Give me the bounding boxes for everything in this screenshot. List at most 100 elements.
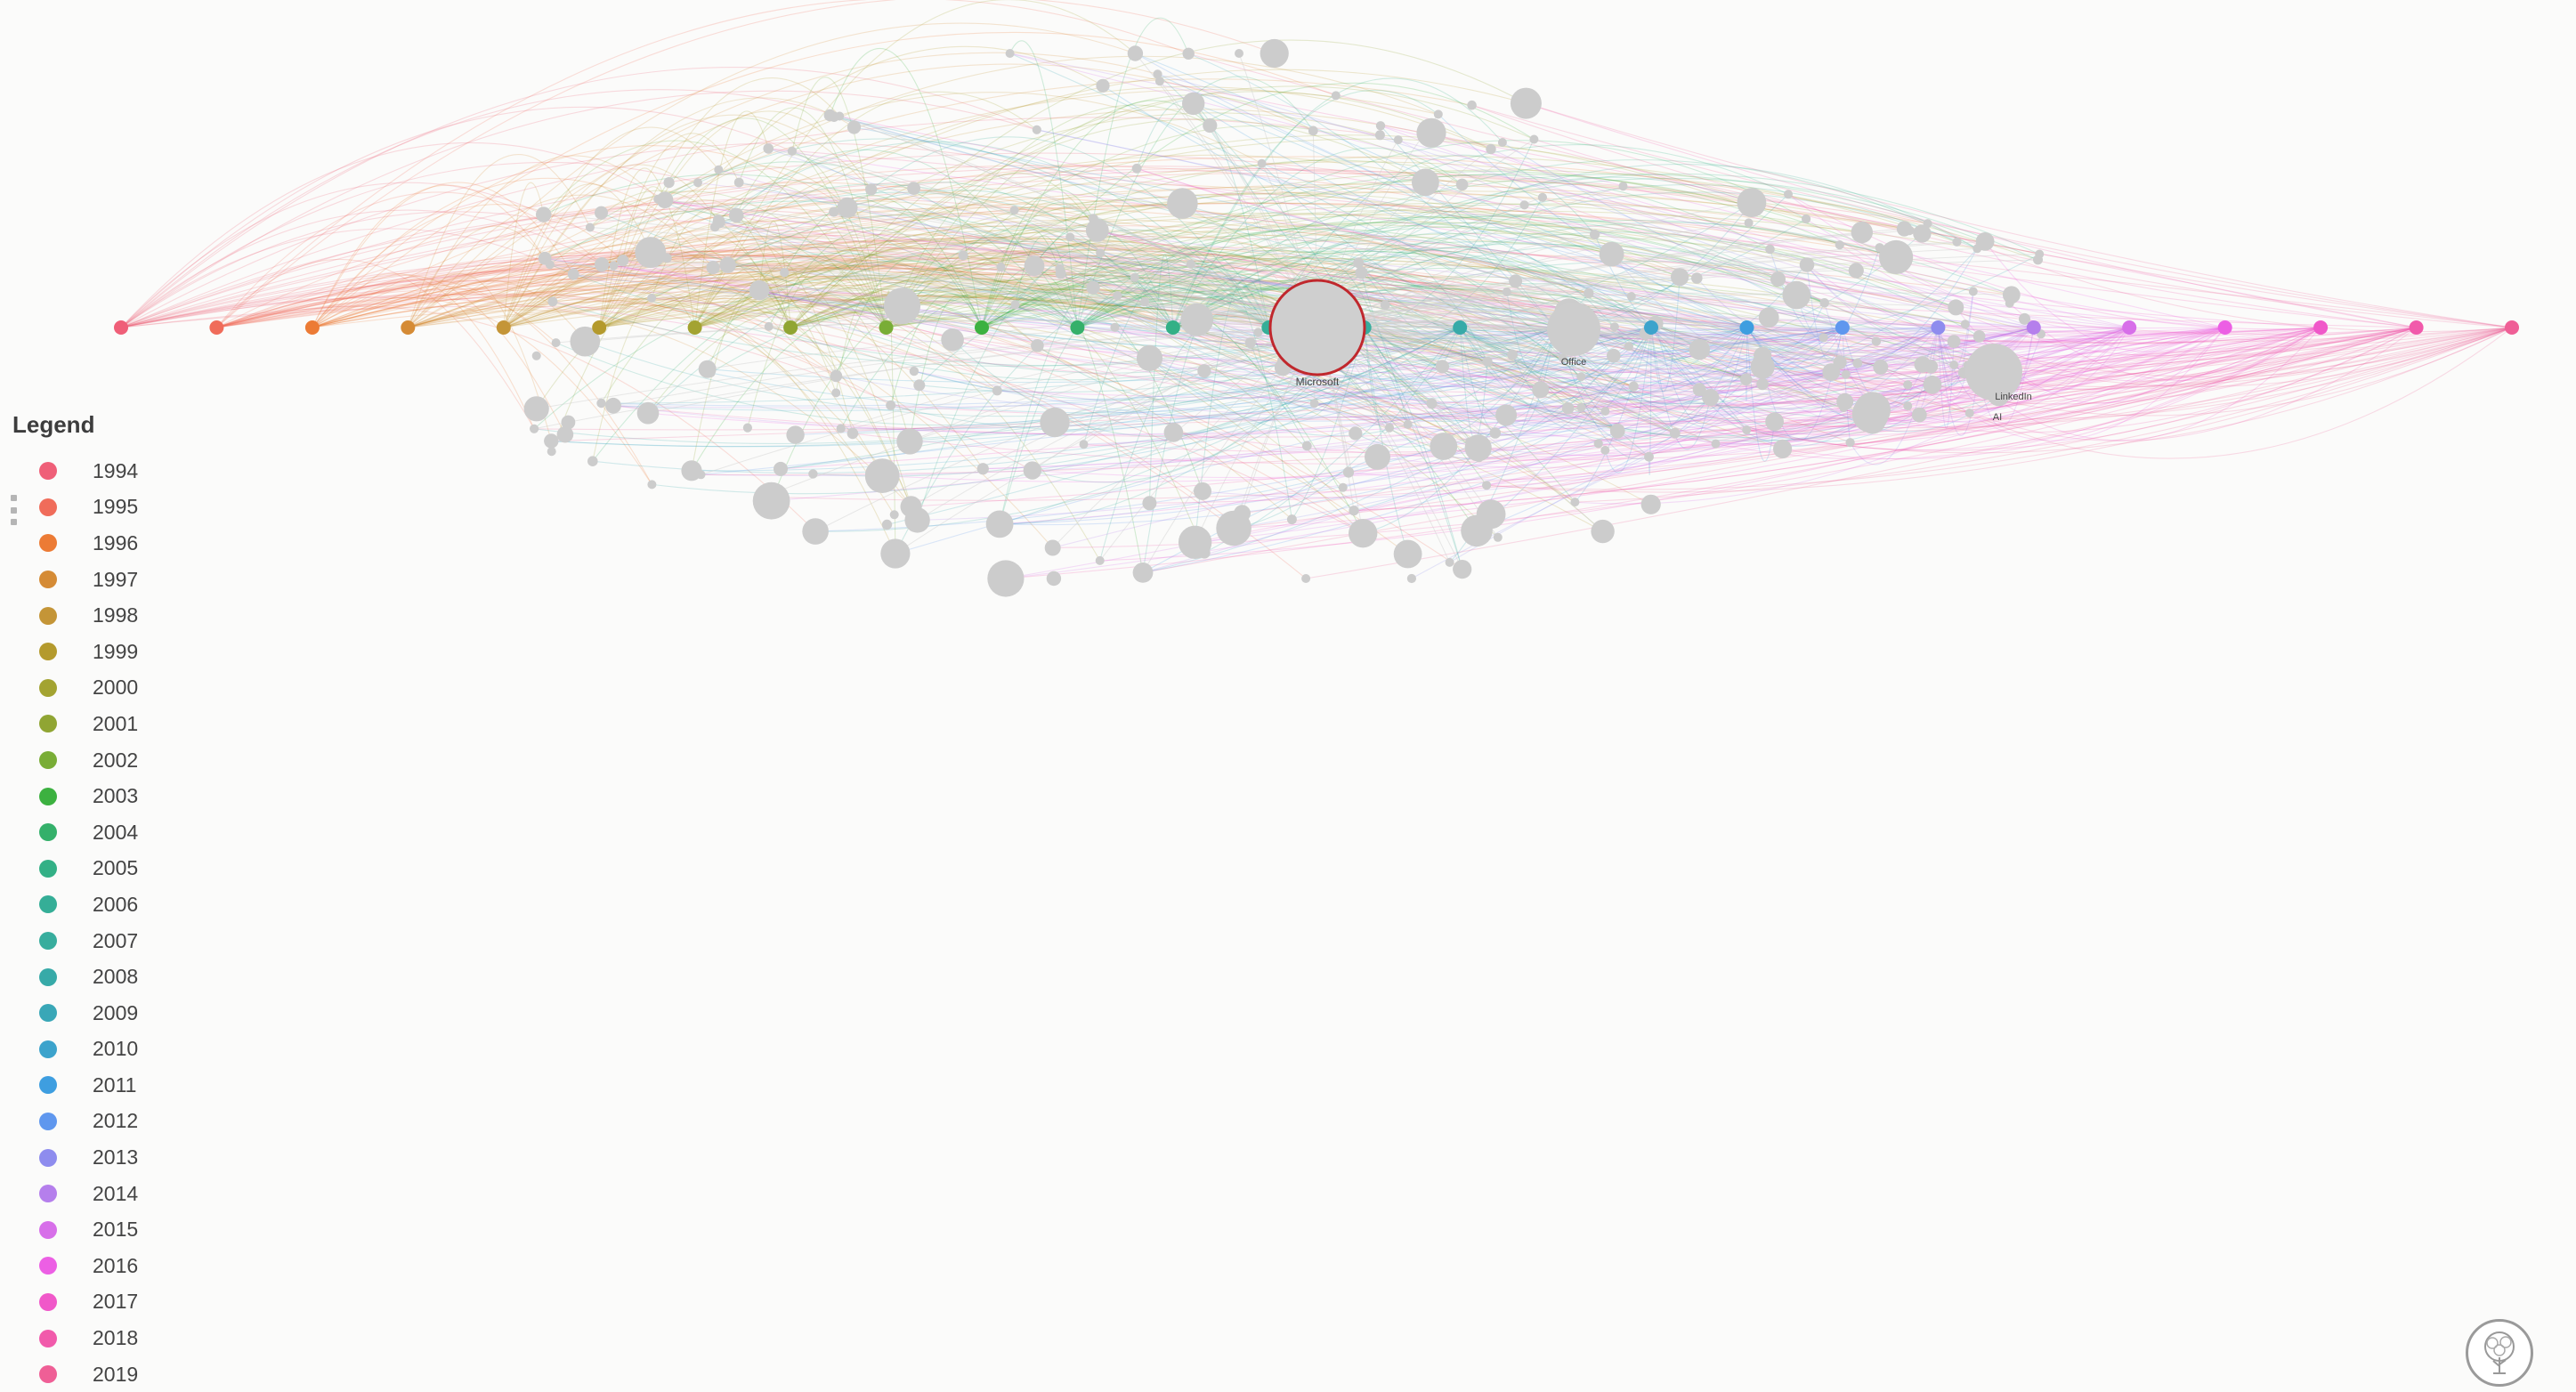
legend-item-1994[interactable]: 1994 (12, 453, 208, 490)
topic-node[interactable] (1784, 190, 1793, 199)
topic-node[interactable] (1046, 571, 1062, 587)
topic-node[interactable] (1739, 373, 1753, 385)
year-node-2014[interactable] (2026, 320, 2041, 335)
topic-node[interactable] (1198, 546, 1211, 559)
topic-node[interactable] (713, 214, 724, 225)
topic-node[interactable] (693, 178, 702, 188)
legend-item-2019[interactable]: 2019 (12, 1356, 208, 1392)
topic-node[interactable] (1854, 392, 1891, 428)
topic-node[interactable] (1203, 117, 1218, 134)
topic-node[interactable] (1973, 244, 1982, 254)
topic-node[interactable] (1110, 322, 1120, 332)
topic-node[interactable] (1374, 130, 1385, 141)
topic-node[interactable] (1482, 356, 1493, 367)
topic-node[interactable] (780, 268, 790, 278)
topic-node[interactable] (1570, 498, 1580, 507)
topic-node[interactable] (1131, 163, 1142, 174)
topic-node[interactable] (1127, 45, 1144, 61)
topic-node[interactable] (1510, 87, 1542, 119)
topic-node[interactable] (1857, 229, 1867, 239)
topic-node[interactable] (1095, 555, 1105, 565)
topic-node[interactable] (617, 255, 629, 267)
topic-node[interactable] (881, 519, 893, 530)
topic-node[interactable] (1163, 423, 1184, 442)
topic-node[interactable] (1065, 232, 1075, 242)
topic-node[interactable] (1903, 380, 1913, 390)
topic-node[interactable] (1355, 266, 1368, 279)
topic-node[interactable] (1338, 482, 1348, 492)
legend-item-2010[interactable]: 2010 (12, 1032, 208, 1068)
topic-node[interactable] (1618, 182, 1628, 191)
topic-node[interactable] (1819, 333, 1828, 343)
topic-node[interactable] (1197, 364, 1211, 378)
topic-node[interactable] (1947, 335, 1961, 348)
topic-node[interactable] (1561, 401, 1575, 415)
topic-node[interactable] (1384, 423, 1395, 433)
topic-node[interactable] (1040, 407, 1070, 438)
topic-node[interactable] (985, 510, 1014, 538)
topic-node[interactable] (830, 369, 843, 383)
topic-node[interactable] (1742, 425, 1752, 435)
topic-node[interactable] (1848, 263, 1864, 279)
topic-node[interactable] (1495, 404, 1518, 426)
topic-node[interactable] (1235, 49, 1243, 58)
topic-node[interactable] (1770, 271, 1786, 287)
topic-node[interactable] (1702, 389, 1720, 407)
legend-item-2003[interactable]: 2003 (12, 778, 208, 814)
legend-item-1998[interactable]: 1998 (12, 597, 208, 634)
topic-node[interactable] (547, 296, 558, 307)
topic-node[interactable] (865, 183, 878, 196)
topic-node[interactable] (635, 237, 667, 269)
topic-node[interactable] (1626, 292, 1636, 301)
year-node-2002[interactable] (879, 320, 894, 335)
topic-node[interactable] (808, 469, 818, 479)
topic-node[interactable] (742, 423, 753, 433)
topic-node[interactable] (976, 463, 989, 475)
topic-node[interactable] (636, 401, 660, 425)
topic-node[interactable] (698, 360, 717, 378)
topic-node[interactable] (1949, 360, 1959, 369)
topic-node[interactable] (829, 206, 839, 217)
topic-node[interactable] (1973, 330, 1986, 343)
topic-node[interactable] (880, 538, 911, 569)
topic-node[interactable] (1960, 320, 1970, 329)
topic-node[interactable] (706, 261, 720, 275)
topic-node[interactable] (835, 111, 845, 121)
topic-node[interactable] (1349, 519, 1378, 548)
topic-node[interactable] (786, 425, 805, 444)
topic-node[interactable] (1913, 224, 1932, 243)
topic-node[interactable] (1416, 117, 1446, 148)
topic-node[interactable] (1609, 322, 1619, 332)
topic-node[interactable] (536, 206, 552, 223)
topic-node[interactable] (864, 458, 900, 493)
year-node-1994[interactable] (114, 320, 128, 335)
topic-node[interactable] (595, 257, 610, 272)
topic-node[interactable] (551, 338, 561, 348)
topic-node[interactable] (1593, 439, 1603, 449)
topic-node[interactable] (1819, 298, 1829, 308)
topic-node[interactable] (556, 425, 574, 443)
topic-node[interactable] (530, 424, 539, 433)
topic-node[interactable] (889, 510, 899, 520)
topic-node[interactable] (1896, 221, 1912, 237)
topic-node[interactable] (1142, 496, 1157, 511)
year-node-2019[interactable] (2505, 320, 2519, 335)
topic-node[interactable] (1253, 328, 1263, 337)
topic-node[interactable] (1489, 427, 1502, 439)
year-node-2001[interactable] (783, 320, 798, 335)
legend-item-2002[interactable]: 2002 (12, 742, 208, 779)
topic-node[interactable] (913, 379, 926, 392)
topic-node[interactable] (1852, 358, 1863, 368)
topic-node[interactable] (1835, 240, 1844, 250)
topic-node[interactable] (1180, 303, 1214, 336)
year-node-2012[interactable] (1835, 320, 1850, 335)
topic-node[interactable] (1497, 138, 1507, 147)
topic-node[interactable] (992, 385, 1002, 396)
legend-item-2005[interactable]: 2005 (12, 851, 208, 887)
topic-node[interactable] (1349, 426, 1363, 441)
topic-node[interactable] (561, 415, 576, 430)
topic-node[interactable] (1871, 336, 1882, 346)
year-node-2011[interactable] (1739, 320, 1754, 335)
topic-node[interactable] (1923, 375, 1942, 394)
topic-node[interactable] (538, 251, 552, 265)
